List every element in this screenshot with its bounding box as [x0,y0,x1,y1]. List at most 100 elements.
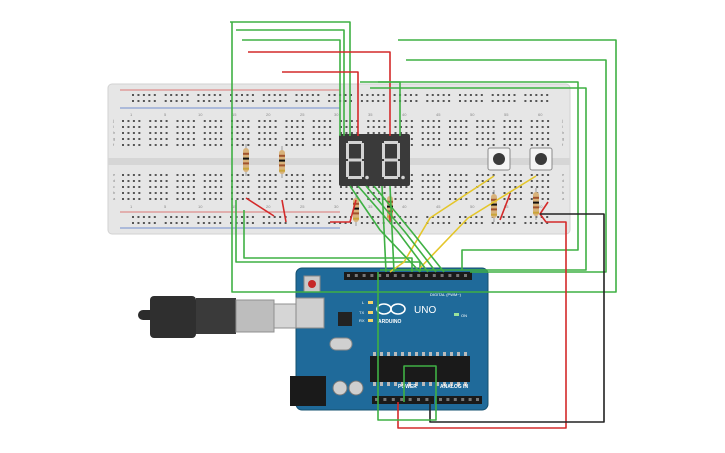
wire-28[interactable] [377,272,437,421]
power-label: POWER [398,384,417,390]
push-button-2[interactable] [529,147,553,171]
usb-port [295,297,325,329]
analog-header[interactable] [436,396,482,404]
wire-10[interactable] [360,81,579,270]
atmega-chip [370,356,470,382]
row-letter-right-i: i [562,124,563,129]
led-label-tx: TX [359,310,364,315]
wire-5[interactable] [282,71,359,136]
col-label-1: 1 [130,112,133,117]
reset-button-cap[interactable] [308,280,316,288]
row-letter-b: b [113,190,116,195]
wire-26[interactable] [381,185,387,273]
arduino-logo: ARDUINO UNO [376,303,436,325]
wire-14[interactable] [281,199,287,223]
wire-21[interactable] [419,175,537,269]
wire-17[interactable] [499,193,511,221]
resistor-6 [533,188,539,220]
col-label-bottom-40: 40 [402,204,407,209]
col-label-25: 25 [300,112,305,117]
col-label-50: 50 [470,112,475,117]
digital-header[interactable] [344,272,472,280]
arduino-brand: ARDUINO [378,319,401,325]
wire-22[interactable] [349,185,421,273]
resistor-1 [243,144,249,176]
wire-27[interactable] [389,185,395,273]
wires[interactable] [230,21,617,429]
row-letter-right-g: g [562,136,564,141]
col-label-bottom-10: 10 [198,204,203,209]
decimal-point [401,175,405,180]
wire-9[interactable] [370,87,587,271]
wire-8[interactable] [406,59,607,273]
resistor-2 [279,146,285,178]
row-letter-e: e [113,172,116,177]
segment-digit-1 [346,141,369,180]
analog-in-label: ANALOG IN [440,384,468,390]
wire-15[interactable] [330,199,357,223]
wire-20[interactable] [389,175,495,273]
row-letter-h: h [113,130,115,135]
arduino-model: UNO [414,305,436,316]
wire-2[interactable] [236,29,345,136]
row-letter-right-j: j [561,118,563,123]
usb-cable[interactable] [138,296,297,338]
led-label-l: L [362,300,365,305]
wire-1[interactable] [230,21,351,136]
col-label-15: 15 [232,112,237,117]
row-letter-f: f [113,142,115,147]
resistor-5 [491,190,497,222]
push-button-1[interactable] [487,147,511,171]
wire-7[interactable] [231,22,617,293]
row-letter-g: g [113,136,115,141]
row-letter-right-b: b [562,190,565,195]
arduino-uno-board[interactable]: DIGITAL (PWM~) POWER ANALOG IN ARDUINO U… [290,267,489,411]
col-label-bottom-5: 5 [164,204,167,209]
led-label-rx: RX [359,318,365,323]
wire-3[interactable] [242,39,341,136]
wire-24[interactable] [365,185,437,273]
seven-segment-display[interactable]: 8. 8. [339,134,410,186]
col-label-bottom-1: 1 [130,204,133,209]
col-label-bottom-35: 35 [368,204,373,209]
col-label-bottom-15: 15 [232,204,237,209]
row-letter-i: i [113,124,114,129]
col-label-bottom-60: 60 [538,204,543,209]
row-letter-j: j [112,118,114,123]
col-label-bottom-20: 20 [266,204,271,209]
wire-19[interactable] [429,213,605,423]
wire-12[interactable] [243,210,413,272]
col-label-10: 10 [198,112,203,117]
wire-13[interactable] [245,197,275,217]
row-letter-right-a: a [562,196,565,201]
col-label-55: 55 [504,112,509,117]
col-label-bottom-50: 50 [470,204,475,209]
wire-4[interactable] [248,51,391,136]
col-label-60: 60 [538,112,543,117]
power-jack [290,376,326,406]
col-label-45: 45 [436,112,441,117]
row-letter-right-d: d [562,178,564,183]
decimal-point [365,175,369,180]
row-letter-right-e: e [562,172,565,177]
col-label-40: 40 [402,112,407,117]
col-label-bottom-45: 45 [436,204,441,209]
row-letter-right-c: c [562,184,564,189]
col-label-bottom-30: 30 [334,204,339,209]
col-label-30: 30 [334,112,339,117]
atmega-chip-pins [373,352,467,386]
capacitor-2 [348,380,364,396]
on-label: ON [461,313,467,318]
row-letter-a: a [113,196,116,201]
col-label-35: 35 [368,112,373,117]
digital-header-label: DIGITAL (PWM~) [430,292,462,297]
wire-23[interactable] [357,185,429,273]
capacitor-1 [332,380,348,396]
wire-25[interactable] [373,185,445,273]
col-label-bottom-25: 25 [300,204,305,209]
col-label-20: 20 [266,112,271,117]
row-letter-right-h: h [562,130,564,135]
segment-digit-2 [382,141,405,180]
